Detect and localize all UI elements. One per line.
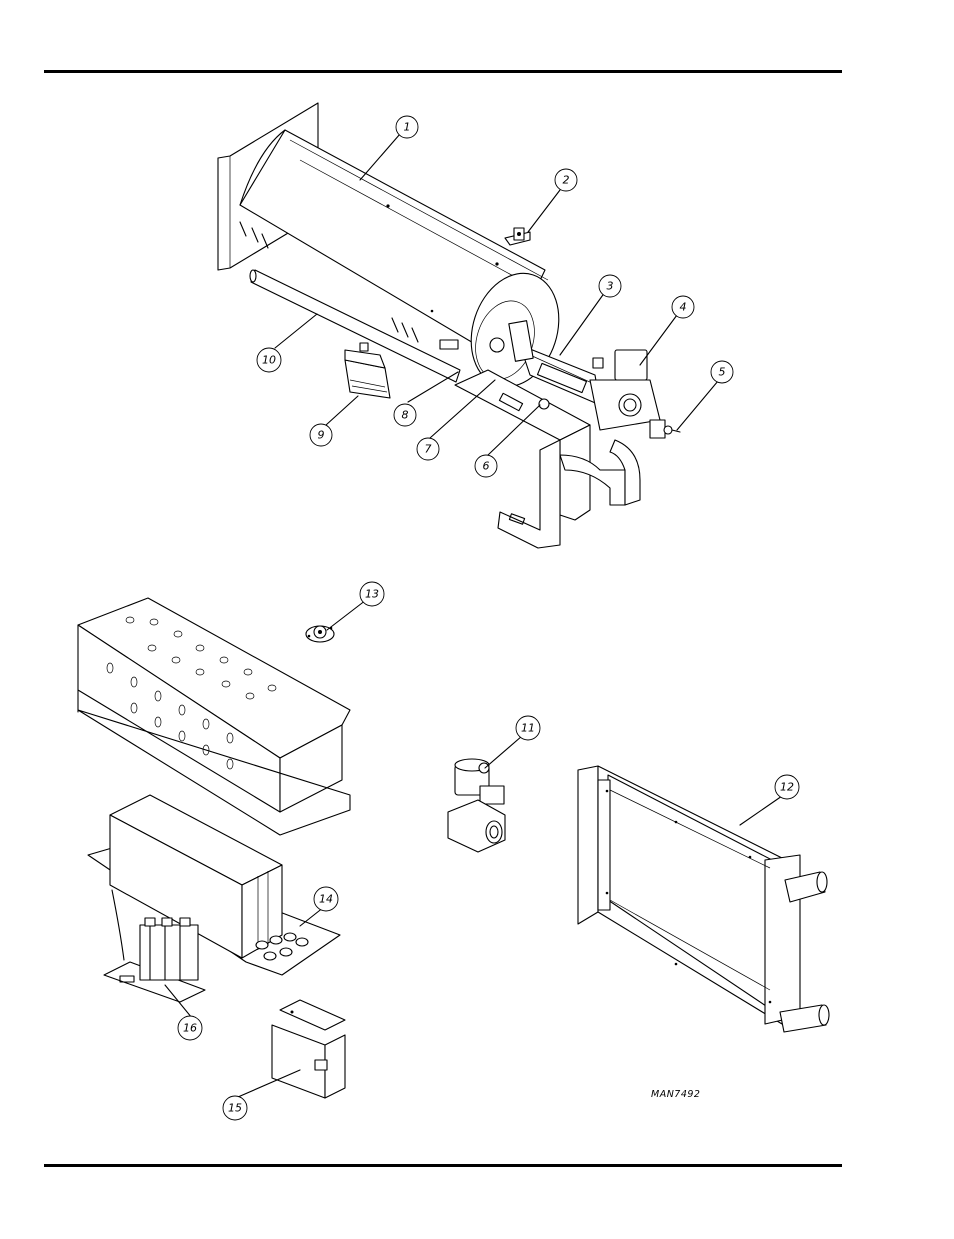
svg-text:8: 8: [402, 409, 409, 422]
svg-text:2: 2: [563, 174, 570, 187]
flame-sensor-clip: [505, 228, 530, 245]
callout-12: 12: [775, 775, 799, 799]
callout-9: 9: [310, 424, 332, 446]
gas-valve: [590, 350, 680, 438]
callout-2: 2: [555, 169, 577, 191]
svg-text:11: 11: [521, 722, 535, 735]
heat-exchanger-frame: [578, 766, 829, 1032]
svg-text:12: 12: [780, 781, 794, 794]
callout-10: 10: [257, 348, 281, 372]
callout-7: 7: [417, 438, 439, 460]
svg-text:5: 5: [719, 366, 726, 379]
transformer: [272, 1000, 345, 1098]
svg-text:3: 3: [607, 280, 614, 293]
callout-1: 1: [396, 116, 418, 138]
svg-text:16: 16: [183, 1022, 197, 1035]
svg-text:6: 6: [483, 460, 490, 473]
svg-text:14: 14: [319, 893, 333, 906]
svg-text:9: 9: [318, 429, 325, 442]
control-box-base: [88, 795, 340, 975]
svg-text:15: 15: [228, 1102, 242, 1115]
top-rule: [44, 70, 842, 73]
callout-14: 14: [314, 887, 338, 911]
drawing-code: MAN7492: [651, 1089, 700, 1100]
solenoid-valve: [448, 759, 505, 852]
callout-5: 5: [711, 361, 733, 383]
callout-11: 11: [516, 716, 540, 740]
callout-16: 16: [178, 1016, 202, 1040]
svg-text:10: 10: [262, 354, 276, 367]
svg-text:4: 4: [680, 301, 687, 314]
callout-13: 13: [360, 582, 384, 606]
bottom-rule: [44, 1164, 842, 1167]
callout-15: 15: [223, 1096, 247, 1120]
svg-text:1: 1: [404, 121, 411, 134]
svg-text:13: 13: [365, 588, 379, 601]
ignition-module: [345, 343, 390, 398]
svg-text:7: 7: [425, 443, 432, 456]
callout-8: 8: [394, 404, 416, 426]
callout-3: 3: [599, 275, 621, 297]
callout-4: 4: [672, 296, 694, 318]
callout-6: 6: [475, 455, 497, 477]
